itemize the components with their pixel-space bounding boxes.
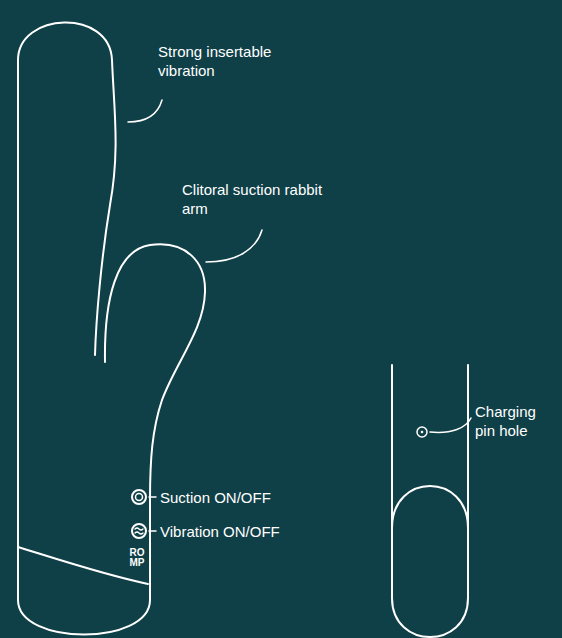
suction-button-icon	[136, 494, 143, 501]
suction-button	[132, 490, 146, 504]
base-view-outline	[392, 365, 468, 637]
brand-logo: RO MP	[127, 548, 147, 568]
leader-line	[128, 100, 162, 122]
charging-pin-hole	[417, 427, 427, 437]
control-label: Vibration ON/OFF	[160, 522, 360, 541]
base-view-cap	[392, 486, 468, 528]
part-label: Clitoral suction rabbit arm	[182, 180, 332, 218]
shaft-outline	[18, 22, 116, 600]
control-label: Suction ON/OFF	[160, 488, 360, 507]
part-label: Charging pin hole	[475, 402, 551, 440]
base-band	[18, 547, 148, 584]
leader-line	[149, 496, 156, 498]
part-label: Strong insertable vibration	[158, 42, 298, 80]
leader-line	[430, 418, 471, 432]
leader-line	[206, 230, 262, 262]
vibration-button	[132, 524, 146, 538]
vibration-button-icon	[135, 528, 143, 534]
leader-line	[149, 530, 156, 532]
body-outline	[18, 244, 205, 634]
charging-pin-dot	[421, 431, 424, 434]
